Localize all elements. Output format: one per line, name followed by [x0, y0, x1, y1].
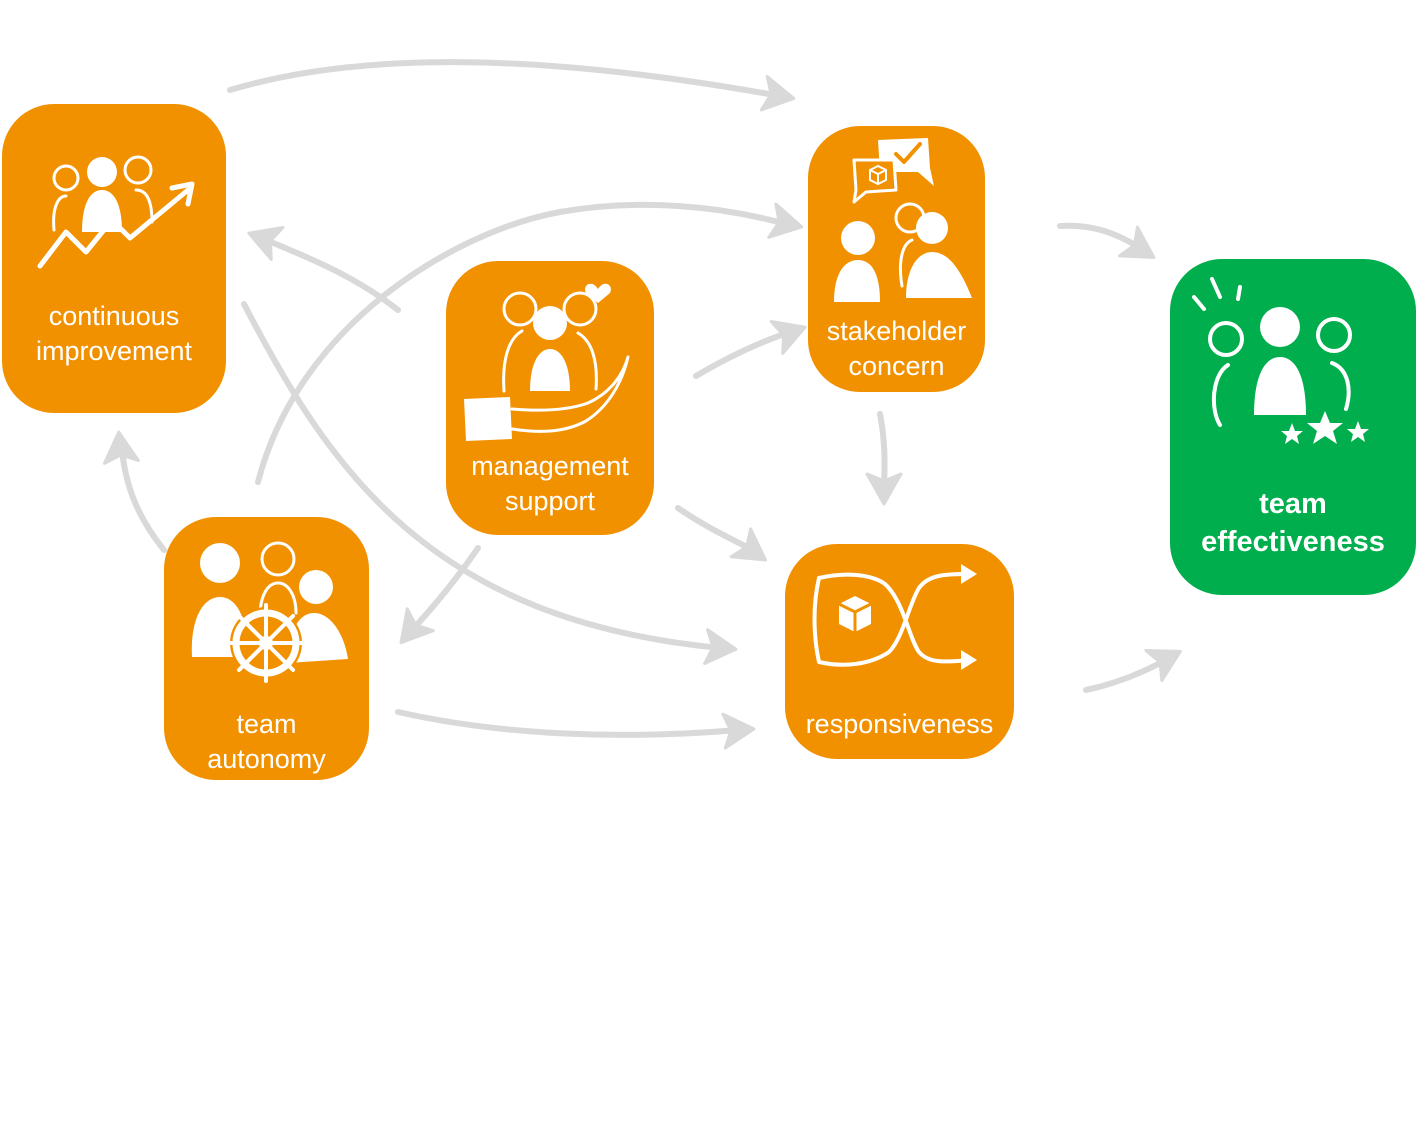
management-support-label-line2: support: [504, 486, 596, 516]
caring-hand-team-icon: [464, 283, 630, 441]
stakeholder-dialogue-icon: [834, 138, 972, 302]
responsiveness-label: responsiveness: [805, 709, 994, 739]
node-stakeholder-concern: stakeholder concern: [808, 126, 985, 392]
arrow-continuous-improvement-to-responsiveness: [241, 301, 738, 666]
node-responsiveness: responsiveness: [785, 544, 1014, 759]
team-effectiveness-label-line1: team: [1259, 488, 1327, 520]
arrow-management-support-to-team-autonomy: [399, 545, 481, 645]
arrow-management-support-to-responsiveness: [675, 505, 767, 562]
arrow-team-autonomy-to-continuous-improvement: [102, 430, 167, 553]
arrow-responsiveness-to-team-effectiveness: [1083, 649, 1182, 693]
management-support-label-line1: management: [471, 451, 629, 481]
rated-team-icon: [1192, 277, 1369, 444]
arrow-stakeholder-concern-to-team-effectiveness: [1057, 222, 1156, 259]
node-continuous-improvement: continuous improvement: [2, 104, 226, 413]
arrow-management-support-to-continuous-improvement: [247, 225, 401, 313]
stakeholder-concern-label-line2: concern: [848, 351, 945, 381]
node-management-support: management support: [446, 261, 654, 535]
arrow-stakeholder-concern-to-responsiveness: [865, 411, 903, 506]
node-team-effectiveness: team effectiveness: [1170, 259, 1416, 595]
continuous-improvement-label-line1: continuous: [48, 301, 180, 331]
team-autonomy-label-line1: team: [236, 709, 297, 739]
arrow-team-autonomy-to-stakeholder-concern: [255, 201, 804, 485]
node-team-autonomy: team autonomy: [164, 517, 369, 780]
team-ship-wheel-icon: [191, 541, 348, 683]
team-effectiveness-label-line2: effectiveness: [1201, 526, 1385, 558]
team-growth-chart-icon: [37, 155, 195, 269]
arrow-continuous-improvement-to-stakeholder-concern: [227, 59, 796, 112]
continuous-improvement-label-line2: improvement: [35, 336, 193, 366]
team-autonomy-label-line2: autonomy: [207, 744, 326, 774]
stakeholder-concern-label-line1: stakeholder: [826, 316, 967, 346]
adaptive-flow-icon: [812, 564, 977, 670]
arrow-management-support-to-stakeholder-concern: [693, 319, 807, 379]
arrow-team-autonomy-to-responsiveness: [395, 709, 756, 750]
